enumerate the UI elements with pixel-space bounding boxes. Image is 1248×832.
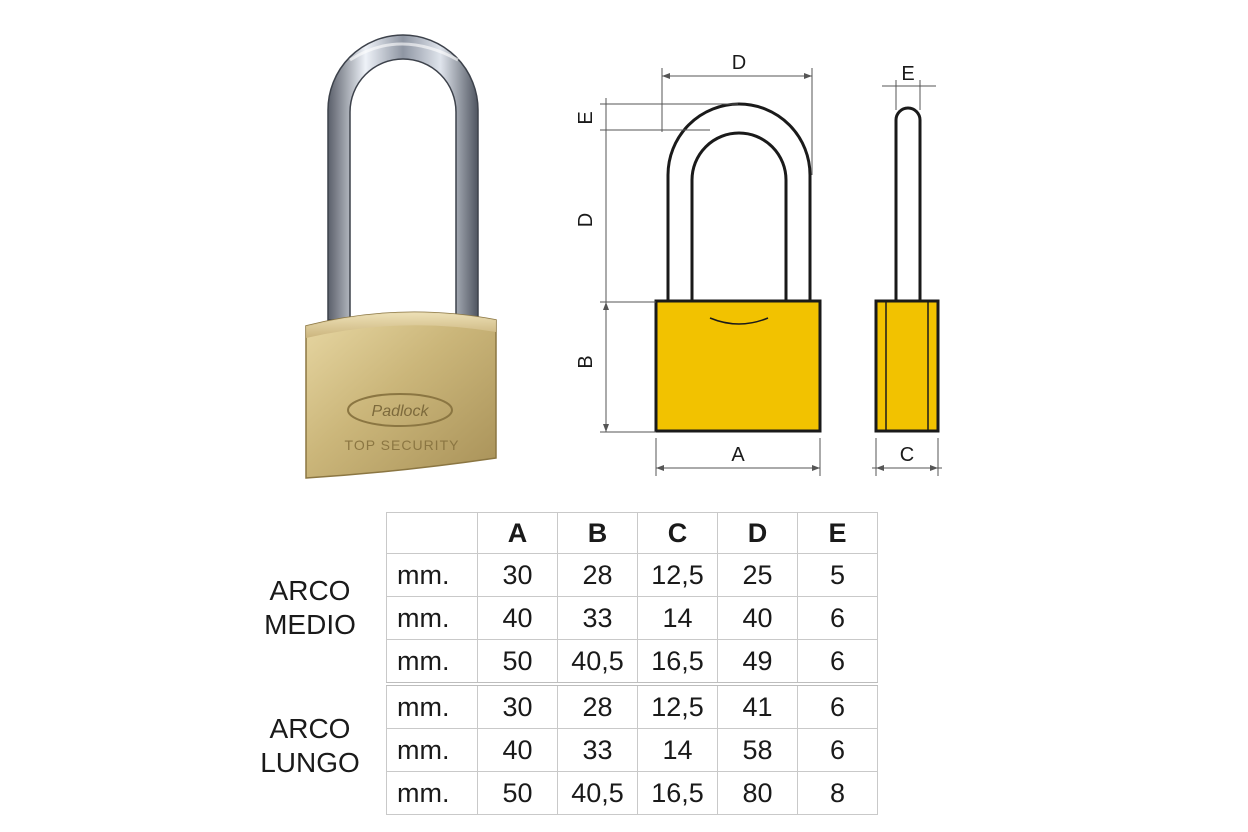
group-label-arco-lungo: ARCO LUNGO <box>250 712 370 780</box>
dim-label-E-side: E <box>901 63 914 85</box>
header-cell-D: D <box>717 512 798 554</box>
front-body <box>654 299 822 433</box>
value-cell: 6 <box>797 682 878 729</box>
value-cell: 40,5 <box>557 771 638 815</box>
dim-label-D-vertical: D <box>575 213 597 227</box>
value-cell: 30 <box>477 553 558 597</box>
dim-label-D-top: D <box>732 52 746 74</box>
dim-label-C: C <box>900 444 914 466</box>
unit-cell: mm. <box>386 639 478 685</box>
value-cell: 40,5 <box>557 639 638 685</box>
brand-logo: Padlock <box>372 403 430 420</box>
value-cell: 14 <box>637 728 718 772</box>
front-view-drawing: D E D B A <box>575 52 822 476</box>
dim-label-E-front: E <box>575 111 597 124</box>
dim-label-B: B <box>575 355 597 368</box>
header-cell-C: C <box>637 512 718 554</box>
group-label-line1: ARCO <box>269 713 351 744</box>
value-cell: 25 <box>717 553 798 597</box>
unit-cell: mm. <box>386 553 478 597</box>
value-cell: 40 <box>477 596 558 640</box>
value-cell: 12,5 <box>637 682 718 729</box>
value-cell: 80 <box>717 771 798 815</box>
unit-cell: mm. <box>386 596 478 640</box>
value-cell: 40 <box>717 596 798 640</box>
value-cell: 14 <box>637 596 718 640</box>
value-cell: 16,5 <box>637 771 718 815</box>
side-view-drawing: E C <box>872 63 942 476</box>
group-label-line1: ARCO <box>269 575 351 606</box>
value-cell: 6 <box>797 596 878 640</box>
unit-cell: mm. <box>386 682 478 729</box>
value-cell: 8 <box>797 771 878 815</box>
value-cell: 28 <box>557 553 638 597</box>
group-label-arco-medio: ARCO MEDIO <box>250 574 370 642</box>
group-label-line2: MEDIO <box>264 609 356 640</box>
value-cell: 50 <box>477 639 558 685</box>
value-cell: 33 <box>557 728 638 772</box>
value-cell: 6 <box>797 728 878 772</box>
value-cell: 40 <box>477 728 558 772</box>
value-cell: 58 <box>717 728 798 772</box>
unit-cell: mm. <box>386 728 478 772</box>
value-cell: 6 <box>797 639 878 685</box>
dim-label-A: A <box>731 444 745 466</box>
value-cell: 5 <box>797 553 878 597</box>
table-header-row: A B C D E <box>386 512 878 554</box>
padlock-photo: Padlock TOP SECURITY <box>305 34 497 479</box>
header-cell <box>386 512 478 554</box>
value-cell: 41 <box>717 682 798 729</box>
value-cell: 49 <box>717 639 798 685</box>
group-label-line2: LUNGO <box>260 747 360 778</box>
value-cell: 50 <box>477 771 558 815</box>
value-cell: 33 <box>557 596 638 640</box>
header-cell-E: E <box>797 512 878 554</box>
value-cell: 28 <box>557 682 638 729</box>
value-cell: 30 <box>477 682 558 729</box>
header-cell-B: B <box>557 512 638 554</box>
value-cell: 12,5 <box>637 553 718 597</box>
unit-cell: mm. <box>386 771 478 815</box>
header-cell-A: A <box>477 512 558 554</box>
engraving-text: TOP SECURITY <box>345 437 460 453</box>
value-cell: 16,5 <box>637 639 718 685</box>
